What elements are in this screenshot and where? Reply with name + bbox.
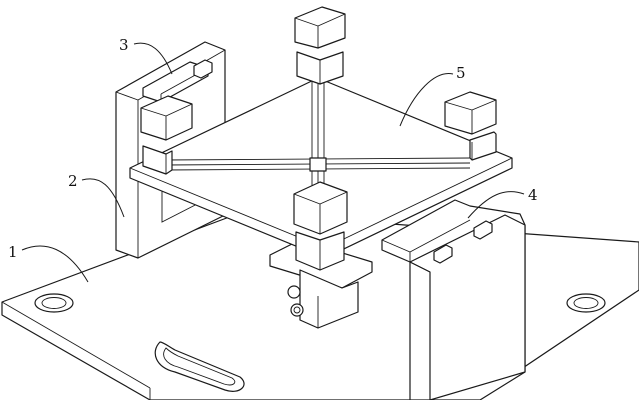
motor-shaft-lower [290, 303, 304, 317]
clamp-head-top [294, 6, 346, 85]
callout-1: 1 [8, 243, 18, 261]
motor-shaft-upper [287, 285, 301, 299]
leader-1 [21, 245, 89, 283]
leader-5 [399, 73, 454, 127]
right-clamp-block [433, 244, 453, 264]
callout-4: 4 [528, 186, 538, 204]
callout-2: 2 [68, 172, 78, 190]
center-hub [309, 157, 327, 172]
clamp-head-right [444, 91, 497, 161]
left-mounting-hole [34, 293, 74, 313]
callout-3: 3 [119, 36, 129, 54]
slot-hole [154, 341, 245, 392]
right-mounting-hole [566, 293, 606, 313]
clamp-block [142, 59, 213, 103]
leader-lines [21, 42, 525, 283]
clamp-head-bottom [293, 181, 348, 271]
clamp-head-left [140, 95, 193, 175]
callout-5: 5 [456, 64, 466, 82]
right-support [381, 199, 526, 400]
leader-4 [467, 191, 525, 219]
leader-2 [81, 178, 125, 218]
leader-3 [133, 42, 173, 75]
cross-rails [164, 80, 471, 200]
